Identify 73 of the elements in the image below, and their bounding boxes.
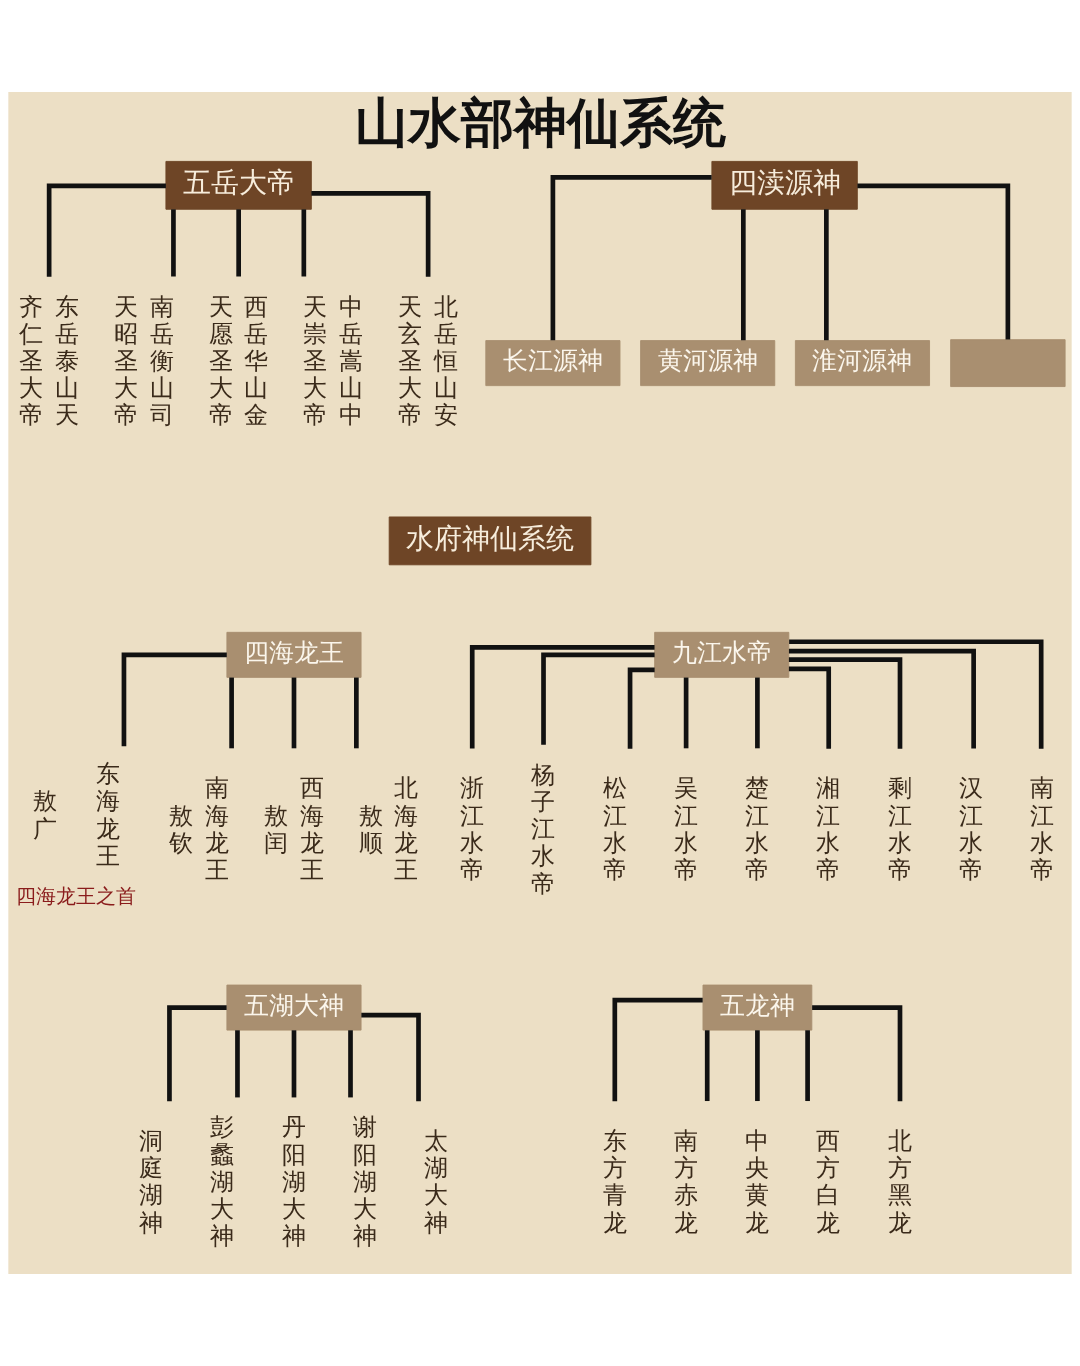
connector [229,677,234,749]
node-box: 水府神仙系统 [388,516,592,566]
node-text: 齐仁圣大帝 东岳泰山天 [19,291,79,430]
node-text: 剩江水帝 [887,773,912,884]
connector [348,1030,353,1098]
connector [824,209,829,341]
connector [171,209,176,277]
node-text: 天崇圣大帝 中岳嵩山中 [303,291,364,430]
node-text: 丹阳湖大神 [281,1112,306,1251]
connector [789,639,1044,749]
connector [550,175,712,341]
connector [361,1012,421,1102]
node-text: 湘江水帝 [816,773,841,884]
node-box: 四海龙王 [226,631,362,678]
connector [291,1030,297,1098]
connector [704,1030,710,1102]
node-label: 四海龙王之首 [16,885,137,909]
diagram-title: 山水部神仙系统 [355,91,727,153]
node-box: 五岳大帝 [165,160,312,210]
connector [812,1005,903,1102]
connector [235,1030,240,1098]
node-text: 太湖大神 [424,1126,449,1237]
node-text: 北方黑龙 [887,1126,912,1237]
connector [291,677,297,749]
node-text: 楚江水帝 [745,773,770,884]
connector [301,209,307,277]
connector [612,997,703,1102]
node-box: 长江源神 [485,340,621,387]
connector [121,652,227,747]
node-text: 天愿圣大帝 西岳华山金 [208,291,269,430]
node-text: 南江水帝 [1030,773,1055,884]
node-box: 五湖大神 [226,984,362,1031]
connector [788,657,903,749]
connector [541,652,655,745]
node-text: 敖广 东海龙王 [33,759,120,870]
node-text: 天昭圣大帝 南岳衡山司 [113,291,174,430]
connector [857,183,1011,340]
connector [469,645,655,749]
connector [354,677,359,749]
node-text: 杨子江水帝 [531,759,556,898]
node-box: 黄河源神 [640,340,776,387]
node-box: 四渎源神 [711,160,858,210]
node-text: 敖闰 西海龙王 [263,773,324,884]
node-text: 东方青龙 [602,1126,627,1237]
node-text: 南方赤龙 [673,1126,698,1237]
node-text: 中央黄龙 [745,1126,770,1237]
connector [805,1030,810,1102]
node-box [950,339,1066,388]
node-text: 洞庭湖神 [139,1126,164,1237]
node-text: 吴江水帝 [673,773,698,884]
node-text: 谢阳湖大神 [353,1112,378,1251]
connector [755,1030,760,1102]
node-text: 敖顺 北海龙王 [358,773,419,884]
connector [741,209,746,341]
connector [167,1005,227,1102]
node-box: 九江水帝 [654,631,790,678]
node-text: 天玄圣大帝 北岳恒山安 [398,291,458,430]
connector [788,648,976,749]
node-text: 松江水帝 [602,773,627,884]
connector [236,209,241,277]
node-box: 五龙神 [702,984,813,1031]
connector [311,190,431,277]
node-text: 汉江水帝 [959,773,984,884]
connector [755,677,760,749]
connector [46,183,166,277]
node-box: 淮河源神 [794,340,930,387]
node-text: 彭蠡湖大神 [210,1112,235,1251]
node-text: 浙江水帝 [460,773,485,884]
node-text: 敖钦 南海龙王 [169,773,229,884]
connector [683,677,689,749]
node-text: 西方白龙 [816,1126,841,1237]
connector [627,667,655,749]
connector [788,666,832,749]
